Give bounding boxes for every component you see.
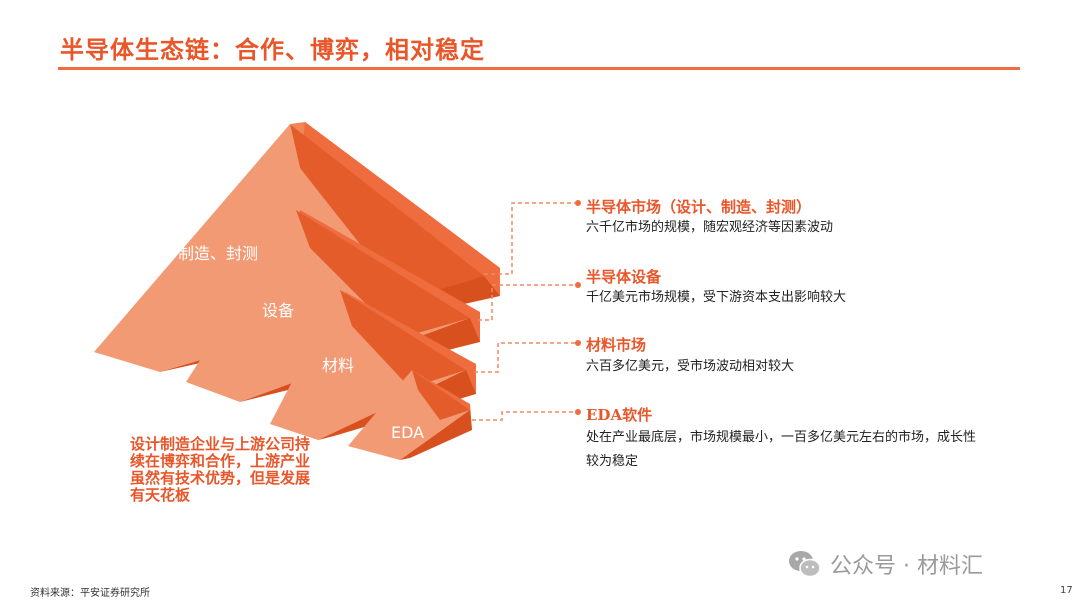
watermark: 公众号 · 材料汇 <box>788 548 983 580</box>
layer-label-equipment: 设备 <box>262 301 295 320</box>
item-head-materials: 材料市场 <box>586 336 647 354</box>
relationship-note: 设计制造企业与上游公司持续在博弈和合作，上游产业虽然有技术优势，但是发展有天花板 <box>130 435 311 504</box>
watermark-text: 公众号 · 材料汇 <box>830 554 983 579</box>
layer2-front-face <box>186 210 470 402</box>
layer3-shade-face <box>340 290 466 388</box>
connector-dots <box>575 200 581 415</box>
item-desc-eda: 处在产业最底层，市场规模最小，一百多亿美元左右的市场，成长性较为稳定 <box>586 430 977 469</box>
layer3-front-face <box>270 290 466 440</box>
item-desc-equipment: 千亿美元市场规模，受下游资本支出影响较大 <box>586 290 847 305</box>
layer1-shade-face <box>290 124 484 300</box>
connector-dot-1 <box>575 200 581 206</box>
connector-semiconductor-market <box>484 202 578 275</box>
source-note: 资料来源：平安证券研究所 <box>30 588 150 599</box>
title-divider <box>58 67 1020 70</box>
wechat-icon <box>789 551 821 578</box>
connector-dot-4 <box>575 409 581 415</box>
page-number: 17 <box>1060 585 1073 596</box>
item-head-equipment: 半导体设备 <box>586 268 662 286</box>
layer4-shade-face <box>412 370 470 420</box>
item-head-eda: EDA软件 <box>586 406 653 424</box>
item-head-semiconductor-market: 半导体市场（设计、制造、封测） <box>586 198 812 216</box>
connector-lines <box>472 202 578 421</box>
connector-eda <box>472 411 578 421</box>
layer2-shade-face <box>296 210 470 338</box>
layer-eda <box>348 370 472 460</box>
page-title: 半导体生态链：合作、博弈，相对稳定 <box>60 35 485 64</box>
connector-dot-3 <box>575 340 581 346</box>
item-desc-semiconductor-market: 六千亿市场的规模，随宏观经济等因素波动 <box>586 220 834 235</box>
layer4-bottom-face <box>400 410 472 460</box>
connector-dot-2 <box>575 282 581 288</box>
connector-materials <box>474 342 578 373</box>
item-desc-materials: 六百多亿美元，受市场波动相对较大 <box>586 359 795 374</box>
layer-label-design: 设计、制造、封测 <box>130 244 259 263</box>
layer-label-eda: EDA <box>391 423 425 442</box>
connector-equipment <box>478 284 578 321</box>
layer-label-materials: 材料 <box>322 356 355 375</box>
